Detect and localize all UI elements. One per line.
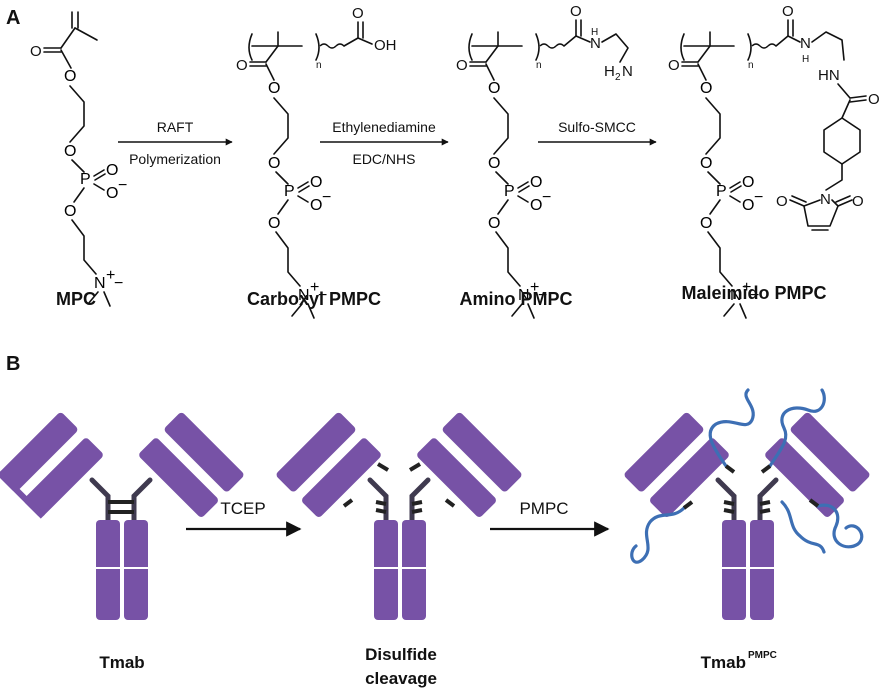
amino-pmpc-structure: n O N H H 2 N O <box>456 3 633 319</box>
svg-text:O: O <box>852 193 864 210</box>
label-tmab-pmpc-main: Tmab <box>701 653 746 672</box>
svg-text:N: N <box>590 35 601 52</box>
label-disulfide: Disulfide <box>365 645 437 664</box>
pmpc-chain <box>630 506 686 564</box>
svg-text:n: n <box>536 60 542 71</box>
svg-text:O: O <box>776 193 788 210</box>
arrow-tcep-label: TCEP <box>220 499 265 518</box>
label-maleimido-pmpc: Maleimido PMPC <box>681 283 826 303</box>
carboxyl-pmpc-structure: n O OH O <box>236 5 397 319</box>
svg-text:HN: HN <box>818 67 840 84</box>
arrow-raft-top: RAFT <box>157 119 194 135</box>
pmpc-chain <box>768 388 826 468</box>
svg-text:O: O <box>30 43 42 60</box>
svg-text:H: H <box>591 27 598 38</box>
svg-text:O: O <box>868 91 880 108</box>
svg-text:O: O <box>570 3 582 20</box>
arrow-pmpc-label: PMPC <box>519 499 568 518</box>
svg-text:N: N <box>622 63 633 80</box>
arrow-ethylenediamine-bottom: EDC/NHS <box>352 151 415 167</box>
svg-text:n: n <box>316 60 322 71</box>
svg-text:O: O <box>668 57 680 74</box>
panel-label-a: A <box>6 7 20 29</box>
antibody-tmab-pmpc <box>624 388 870 620</box>
pmpc-chain <box>816 503 864 549</box>
svg-text:H: H <box>604 63 615 80</box>
maleimido-pmpc-structure: n O N H HN O N O O O <box>668 3 880 319</box>
svg-text:O: O <box>352 5 364 22</box>
label-tmab-pmpc-sup: PMPC <box>748 650 777 661</box>
panel-label-b: B <box>6 353 20 375</box>
svg-text:O: O <box>782 3 794 20</box>
pmpc-chain <box>708 388 755 468</box>
arrow-sulfo-smcc-top: Sulfo-SMCC <box>558 119 636 135</box>
svg-text:N: N <box>820 191 831 208</box>
arrow-ethylenediamine-top: Ethylenediamine <box>332 119 436 135</box>
oh-label: OH <box>374 37 397 54</box>
svg-text:2: 2 <box>615 72 621 83</box>
svg-text:n: n <box>748 60 754 71</box>
antibody-tmab <box>0 412 244 620</box>
svg-text:N: N <box>800 35 811 52</box>
mpc-structure: O <box>30 11 129 307</box>
label-tmab-pmpc: Tmab <box>701 653 746 672</box>
label-amino-pmpc: Amino PMPC <box>459 289 572 309</box>
label-tmab: Tmab <box>99 653 144 672</box>
antibody-disulfide-cleavage <box>276 412 522 620</box>
svg-text:O: O <box>236 57 248 74</box>
svg-text:H: H <box>802 54 809 65</box>
label-mpc: MPC <box>56 289 96 309</box>
pmpc-chain <box>780 500 826 554</box>
label-carboxyl-pmpc: Carboxyl PMPC <box>247 289 381 309</box>
svg-text:O: O <box>456 57 468 74</box>
arrow-raft-bottom: Polymerization <box>129 151 221 167</box>
label-cleavage: cleavage <box>365 669 437 688</box>
